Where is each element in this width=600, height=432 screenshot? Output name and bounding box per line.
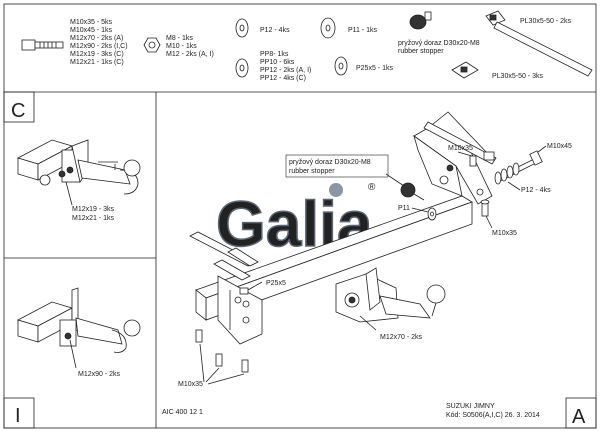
bolt-spec: M12x21 - 1ks (C) xyxy=(70,59,124,66)
leader-line xyxy=(199,343,205,383)
washer-icon xyxy=(427,207,437,221)
c-letter-box xyxy=(3,91,35,123)
bolt-spec: M12x70 - 2ks (A) xyxy=(70,35,123,42)
leader-line xyxy=(247,281,263,291)
callout-m10x35-bottom: M10x35 xyxy=(178,381,203,388)
nut-spec: M12 - 2ks (A, I) xyxy=(166,51,214,58)
outer-frame xyxy=(3,3,597,429)
washer-pp-spec: PP12 - 4ks (C) xyxy=(260,75,306,82)
bolt-spec: M10x35 - 5ks xyxy=(70,19,113,26)
leader-line xyxy=(205,367,220,383)
rubber-stopper-icon xyxy=(400,182,425,201)
leader-line xyxy=(65,181,73,206)
callout-p12: P12 - 4ks xyxy=(521,187,551,194)
callout-m10x45: M10x45 xyxy=(547,143,572,150)
clip-strap-icon xyxy=(485,10,593,77)
panel-i-label: M12x90 - 2ks xyxy=(78,371,121,378)
washer-p25-spec: P25x5 - 1ks xyxy=(356,65,393,72)
washer-p12-spec: P12 - 4ks xyxy=(260,27,290,34)
leader-line xyxy=(359,315,377,331)
leader-line xyxy=(69,339,77,369)
panel-c-label: M12x21 - 1ks xyxy=(72,215,115,222)
logo-dot xyxy=(329,183,343,197)
washer-icon xyxy=(320,17,336,39)
callout-m12x70: M12x70 - 2ks xyxy=(380,334,423,341)
leader-line xyxy=(507,181,521,191)
leader-line xyxy=(485,215,493,229)
leader-line xyxy=(457,151,473,157)
stopper-spec: rubber stopper xyxy=(398,48,444,55)
washer-pp-spec: PP8- 1ks xyxy=(260,51,289,58)
panel-c-hitch-drawing xyxy=(16,139,141,195)
bolt-icon xyxy=(480,199,490,217)
main-cross-beam xyxy=(195,195,473,321)
panel-c-letter: C xyxy=(11,100,25,122)
callout-p11: P11 xyxy=(398,205,410,212)
vehicle-name: SUZUKI JIMNY xyxy=(446,403,495,410)
callout-m10x35-right: M10x35 xyxy=(492,230,517,237)
leader-line xyxy=(411,207,429,213)
clip-bottom-spec: PL30x5-50 - 3ks xyxy=(492,73,543,80)
callout-m10x35-top: M10x35 xyxy=(448,145,473,152)
washer-icon xyxy=(239,287,249,295)
a-letter-box xyxy=(565,397,597,429)
kod-date: Kód: S0506(A,I,C) 26. 3. 2014 xyxy=(446,412,540,419)
rubber-stopper-icon xyxy=(409,11,432,30)
i-letter-box xyxy=(3,397,35,429)
stopper-callout-box xyxy=(285,154,389,178)
right-mount-bracket xyxy=(413,111,493,205)
washer-icon xyxy=(494,162,520,185)
bolt-icon xyxy=(21,39,64,51)
drawing-code: AIC 400 12 1 xyxy=(162,409,203,416)
clip-strap-icon xyxy=(423,121,497,165)
washer-icon xyxy=(235,18,249,38)
leader-line xyxy=(207,373,245,385)
panel-a-letter: A xyxy=(572,406,586,428)
washer-pp-spec: PP10 - 6ks xyxy=(260,59,295,66)
bolt-spec: M12x19 - 3ks (C) xyxy=(70,51,124,58)
clip-plate-icon xyxy=(451,61,479,79)
bolt-spec: M12x90 - 2ks (I,C) xyxy=(70,43,128,50)
clip-top-spec: PL30x5-50 - 2ks xyxy=(520,18,571,25)
nut-icon xyxy=(143,37,161,53)
bolt-icon xyxy=(469,155,477,167)
panel-i-hitch-drawing xyxy=(16,287,141,353)
panel-c-label: M12x19 - 3ks xyxy=(72,206,115,213)
washer-pp-spec: PP12 - 2ks (A, I) xyxy=(260,67,311,74)
nut-spec: M8 - 1ks xyxy=(166,35,193,42)
bolt-icon xyxy=(195,329,249,373)
stopper-callout: rubber stopper xyxy=(289,168,335,175)
bolt-spec: M10x45 - 1ks xyxy=(70,27,113,34)
left-mount-bracket xyxy=(189,231,263,345)
spring-washer-icon xyxy=(235,58,249,78)
registered-mark: ® xyxy=(368,182,376,193)
tow-ball-hitch xyxy=(335,267,446,323)
stopper-callout: pryžový doraz D30x20-M8 xyxy=(289,159,371,166)
leader-line xyxy=(537,145,547,153)
leader-line xyxy=(385,173,405,187)
callout-p25x5: P25x5 xyxy=(266,280,286,287)
panel-i-letter: I xyxy=(15,405,21,427)
washer-icon xyxy=(334,56,348,76)
nut-spec: M10 - 1ks xyxy=(166,43,197,50)
stopper-spec: pryžový doraz D30x20-M8 xyxy=(398,40,480,47)
washer-p11-spec: P11 - 1ks xyxy=(348,27,378,34)
